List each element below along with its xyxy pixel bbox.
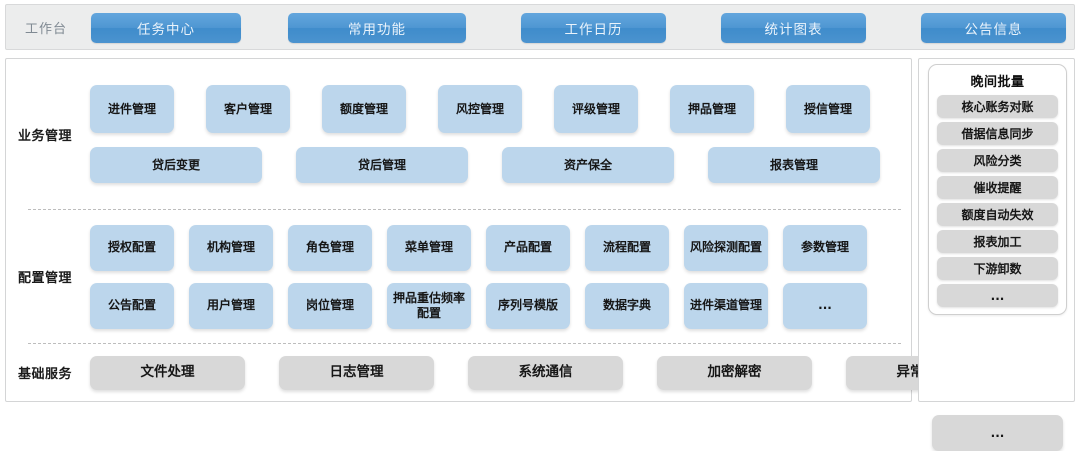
tile-cfg-row2-3[interactable]: 岗位管理 [288,282,372,329]
night-batch-item-8[interactable]: ... [937,284,1058,307]
tile-cfg-row1-2[interactable]: 机构管理 [189,224,273,271]
night-batch-item-4[interactable]: 催收提醒 [937,176,1058,199]
tile-cfg-row2-4[interactable]: 押品重估频率配置 [387,282,471,329]
divider-config-base [28,343,901,344]
header-bar: 工作台 任务中心 常用功能 工作日历 统计图表 公告信息 [5,4,1075,50]
tile-cfg-row2-2[interactable]: 用户管理 [189,282,273,329]
right-panel: 晚间批量 核心账务对账借据信息同步风险分类催收提醒额度自动失效报表加工下游卸数.… [918,58,1075,451]
tile-base-row1-1[interactable]: 文件处理 [90,355,245,390]
tile-biz-row1-3[interactable]: 额度管理 [322,85,406,133]
tile-cfg-row2-8[interactable]: ... [783,282,867,329]
tile-cfg-row1-1[interactable]: 授权配置 [90,224,174,271]
section-business-label: 业务管理 [17,128,72,144]
business-row-1: 进件管理客户管理额度管理风控管理评级管理押品管理授信管理 [84,85,911,133]
tile-biz-row1-2[interactable]: 客户管理 [206,85,290,133]
workbench-label: 工作台 [24,21,67,37]
header-tab-2[interactable]: 常用功能 [288,13,466,43]
header-tab-5[interactable]: 公告信息 [921,13,1066,43]
night-batch-item-6[interactable]: 报表加工 [937,230,1058,253]
tile-biz-row1-6[interactable]: 押品管理 [670,85,754,133]
night-batch-item-7[interactable]: 下游卸数 [937,257,1058,280]
header-tab-4[interactable]: 统计图表 [721,13,866,43]
night-batch-item-1[interactable]: 核心账务对账 [937,95,1058,118]
workbench-page: 工作台 任务中心常用功能工作日历统计图表公告信息 业务管理 进件管理客户管理额度… [5,4,1075,451]
tile-cfg-row1-8[interactable]: 参数管理 [783,224,867,271]
tile-biz-row1-7[interactable]: 授信管理 [786,85,870,133]
tile-cfg-row1-4[interactable]: 菜单管理 [387,224,471,271]
section-base-label: 基础服务 [17,367,72,382]
section-base-rows: 文件处理日志管理系统通信加密解密异常处理 [84,355,1001,390]
section-base: 基础服务 文件处理日志管理系统通信加密解密异常处理 [6,344,1001,401]
header-tab-3[interactable]: 工作日历 [521,13,666,43]
night-batch-box: 晚间批量 核心账务对账借据信息同步风险分类催收提醒额度自动失效报表加工下游卸数.… [928,64,1067,315]
section-config: 配置管理 授权配置机构管理角色管理菜单管理产品配置流程配置风险探测配置参数管理 … [6,210,911,343]
tile-cfg-row2-1[interactable]: 公告配置 [90,282,174,329]
section-config-rows: 授权配置机构管理角色管理菜单管理产品配置流程配置风险探测配置参数管理 公告配置用… [84,224,911,329]
tile-base-row1-2[interactable]: 日志管理 [279,355,434,390]
header-tab-1[interactable]: 任务中心 [91,13,241,43]
night-batch-title: 晚间批量 [970,75,1025,90]
tile-biz-row1-4[interactable]: 风控管理 [438,85,522,133]
night-batch-list: 核心账务对账借据信息同步风险分类催收提醒额度自动失效报表加工下游卸数... [937,95,1058,307]
tile-cfg-row2-6[interactable]: 数据字典 [585,282,669,329]
tile-biz-row2-2[interactable]: 贷后管理 [296,147,468,183]
divider-business-config [28,209,901,210]
config-row-2: 公告配置用户管理岗位管理押品重估频率配置序列号模版数据字典进件渠道管理... [84,282,911,329]
tile-cfg-row1-7[interactable]: 风险探测配置 [684,224,768,271]
header-tabs: 任务中心 常用功能 工作日历 统计图表 公告信息 [86,5,1074,49]
night-batch-item-5[interactable]: 额度自动失效 [937,203,1058,226]
tile-biz-row2-3[interactable]: 资产保全 [502,147,674,183]
right-panel-more-button[interactable]: ... [932,415,1063,451]
tile-cfg-row2-7[interactable]: 进件渠道管理 [684,282,768,329]
night-batch-item-2[interactable]: 借据信息同步 [937,122,1058,145]
tile-base-row1-3[interactable]: 系统通信 [468,355,623,390]
tile-cfg-row1-6[interactable]: 流程配置 [585,224,669,271]
tile-cfg-row1-3[interactable]: 角色管理 [288,224,372,271]
tile-biz-row2-4[interactable]: 报表管理 [708,147,880,183]
section-business: 业务管理 进件管理客户管理额度管理风控管理评级管理押品管理授信管理 贷后变更贷后… [6,59,911,209]
base-row-1: 文件处理日志管理系统通信加密解密异常处理 [84,355,1001,390]
night-batch-item-3[interactable]: 风险分类 [937,149,1058,172]
section-business-rows: 进件管理客户管理额度管理风控管理评级管理押品管理授信管理 贷后变更贷后管理资产保… [84,85,911,183]
config-row-1: 授权配置机构管理角色管理菜单管理产品配置流程配置风险探测配置参数管理 [84,224,911,271]
tile-base-row1-4[interactable]: 加密解密 [657,355,812,390]
section-config-label: 配置管理 [17,271,72,286]
tile-biz-row1-5[interactable]: 评级管理 [554,85,638,133]
business-row-2: 贷后变更贷后管理资产保全报表管理 [84,147,911,183]
tile-biz-row2-1[interactable]: 贷后变更 [90,147,262,183]
tile-biz-row1-1[interactable]: 进件管理 [90,85,174,133]
tile-cfg-row2-5[interactable]: 序列号模版 [486,282,570,329]
main-panel: 业务管理 进件管理客户管理额度管理风控管理评级管理押品管理授信管理 贷后变更贷后… [5,58,1001,402]
tile-cfg-row1-5[interactable]: 产品配置 [486,224,570,271]
